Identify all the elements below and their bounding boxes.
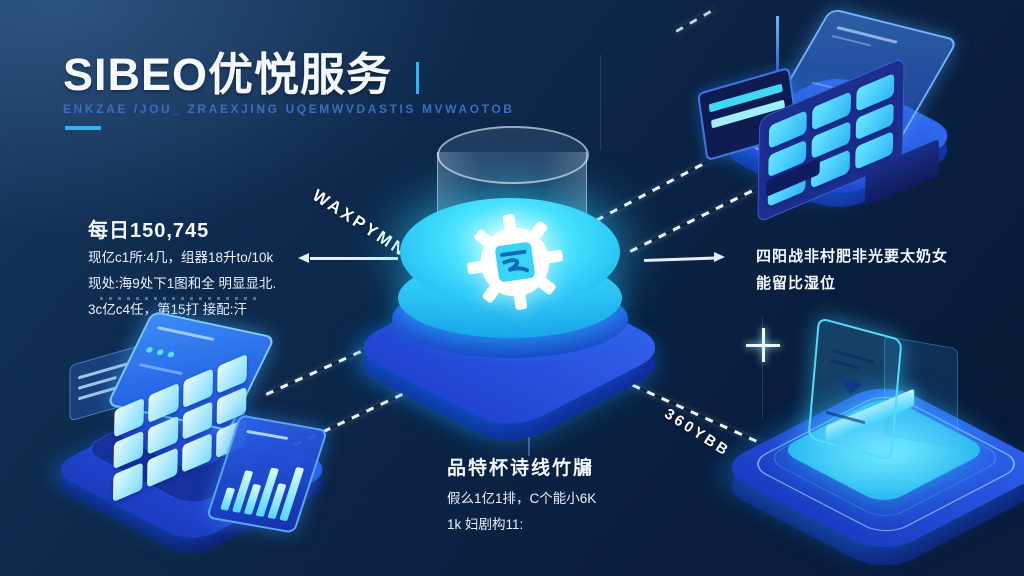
- tablet-screen: [807, 316, 903, 462]
- left-note-body: 现亿c1所:4几，组器18升to/10k 现处:海9处下1图和全 明显显北. 3…: [88, 245, 276, 323]
- left-note-line: 3c亿c4任，第15打 接配:汗: [88, 302, 248, 317]
- arrow-head-left-icon: [298, 252, 309, 263]
- left-note-line: 现处:海9处下1图和全 明显显北.: [88, 276, 277, 291]
- connector-dashed-center-to-topright: [595, 159, 710, 222]
- connector-dashed-center-to-right: [629, 187, 758, 253]
- lid-line: [836, 26, 898, 44]
- decor-faint-line: [762, 318, 763, 418]
- screen-dot: [155, 348, 165, 356]
- bottom-note-line: 假么1亿1排，C个能小6K: [447, 491, 597, 506]
- antenna-line: [776, 16, 779, 72]
- right-note-line: 能留比湿位: [756, 275, 837, 292]
- screen-line: [138, 363, 183, 376]
- tablet-line: [830, 358, 860, 370]
- gear-icon: [466, 213, 564, 311]
- bottom-note-heading: 品特杯诗线竹牖: [447, 458, 595, 479]
- arrow-head-right-icon: [714, 251, 725, 262]
- bottom-note-body: 假么1亿1排，C个能小6K 1k 妇剧构11:: [447, 486, 596, 538]
- arrow-line-right: [643, 256, 716, 262]
- decor-faint-line: [528, 420, 530, 456]
- page-title: SIBEO优悦服务: [63, 49, 393, 100]
- title-vertical-accent: [416, 62, 419, 94]
- connector-label-center: WAXPYMN: [309, 185, 411, 261]
- down-arrow-icon: [838, 378, 863, 409]
- right-note-line: 四阳战非村肥非光要太奶女: [756, 248, 949, 265]
- bottom-note-line: 1k 妇剧构11:: [447, 517, 524, 532]
- screen-dots: [145, 346, 176, 358]
- left-note-heading: 每日150,745: [88, 220, 210, 242]
- decor-dashed-top: [675, 7, 717, 33]
- screen-dot: [166, 351, 176, 358]
- decor-faint-line: [600, 55, 601, 150]
- sparkle-horizontal: [746, 344, 780, 347]
- chart-bars: [220, 443, 308, 522]
- decor-dotted-row: [100, 297, 262, 300]
- title-underline-accent: [65, 126, 101, 130]
- screen-dot: [145, 346, 154, 354]
- tablet-line: [825, 410, 866, 425]
- glass-cylinder-top: [437, 126, 589, 184]
- lid-line: [831, 35, 872, 47]
- left-note-line: 现亿c1所:4几，组器18升to/10k: [88, 250, 274, 265]
- chart-panel-line: [246, 429, 289, 441]
- arrow-line-left: [310, 257, 398, 260]
- page-subtitle: ENKZAE /JOU_ ZRAEXJING UQEMWVDASTIS MVWA…: [63, 102, 515, 116]
- sparkle-icon: [746, 328, 780, 362]
- screen-line: [156, 326, 215, 341]
- right-note-body: 四阳战非村肥非光要太奶女 能留比湿位: [756, 243, 948, 297]
